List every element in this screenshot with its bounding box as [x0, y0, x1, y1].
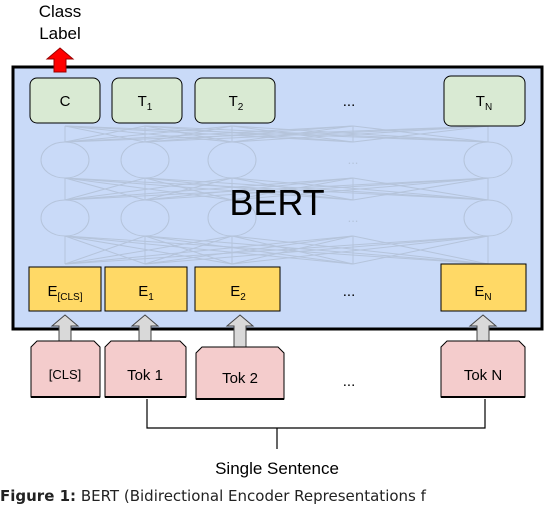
- network-link: [64, 125, 354, 143]
- output-label-tn: TN: [476, 93, 492, 113]
- network-link: [64, 235, 146, 265]
- network-link: [64, 235, 489, 265]
- network-node: [120, 199, 170, 237]
- network-link: [64, 177, 233, 201]
- embedding-row: E[CLS] E1 E2 ... EN: [28, 263, 527, 312]
- class-label-arrow: [45, 47, 75, 73]
- network-node: [40, 199, 90, 237]
- network-link: [144, 235, 489, 265]
- network-node: [463, 199, 513, 237]
- network-link: [64, 235, 354, 265]
- output-box-tn: [443, 75, 526, 127]
- output-box-c: [29, 77, 101, 124]
- embedding-box-2: [194, 266, 281, 312]
- token-label-cls: [CLS]: [49, 367, 82, 382]
- network-link: [64, 177, 489, 201]
- network-node: [120, 141, 170, 179]
- transformer-network: ......: [40, 125, 513, 265]
- embedding-label-2: E2: [230, 283, 246, 303]
- figure-caption-text: BERT (Bidirectional Encoder Representati…: [80, 487, 426, 505]
- network-link: [231, 235, 354, 265]
- embedding-box-cls: [28, 266, 102, 312]
- embedding-box-1: [104, 266, 188, 312]
- token-row: [CLS] Tok 1 Tok 2 ... Tok N: [30, 340, 526, 400]
- network-link: [144, 235, 233, 265]
- network-link: [231, 177, 489, 201]
- network-link: [144, 125, 233, 143]
- network-link: [144, 125, 354, 143]
- token-ellipsis: ...: [343, 373, 356, 390]
- network-node: [207, 141, 257, 179]
- network-link: [144, 177, 354, 201]
- output-row: C T1 T2 ... TN: [29, 75, 526, 127]
- embedding-label-cls: E[CLS]: [47, 283, 82, 303]
- network-link: [64, 235, 233, 265]
- sentence-bracket: [146, 399, 486, 449]
- output-box-t2: [194, 77, 276, 124]
- network-node: [463, 141, 513, 179]
- network-link: [144, 125, 489, 143]
- output-label-t2: T2: [229, 93, 244, 113]
- network-link: [64, 177, 146, 201]
- embedding-label-n: EN: [474, 283, 491, 303]
- network-ellipsis: ...: [348, 210, 359, 225]
- network-link: [231, 177, 354, 201]
- sentence-label: Single Sentence: [215, 459, 339, 478]
- network-link: [231, 125, 354, 143]
- network-link: [64, 125, 489, 143]
- network-link: [144, 177, 489, 201]
- network-link: [352, 125, 489, 143]
- class-label-line2: Label: [39, 24, 81, 43]
- class-label-line1: Class: [39, 2, 82, 21]
- embedding-ellipsis: ...: [343, 283, 356, 300]
- output-label-c: C: [60, 93, 71, 110]
- network-link: [352, 177, 489, 201]
- output-box-t1: [111, 77, 183, 124]
- output-label-t1: T1: [138, 93, 153, 113]
- network-node: [40, 141, 90, 179]
- embedding-label-1: E1: [138, 283, 154, 303]
- network-link: [64, 125, 146, 143]
- figure-caption-label: Figure 1:: [0, 487, 77, 505]
- token-label-1: Tok 1: [127, 367, 163, 384]
- token-label-2: Tok 2: [222, 370, 258, 387]
- network-link: [64, 177, 354, 201]
- embedding-box-n: [440, 263, 527, 312]
- network-link: [231, 125, 489, 143]
- figure-caption: Figure 1: BERT (Bidirectional Encoder Re…: [0, 486, 548, 506]
- network-link: [64, 125, 233, 143]
- network-node: [207, 199, 257, 237]
- network-link: [352, 235, 489, 265]
- network-link: [144, 177, 233, 201]
- token-label-n: Tok N: [464, 367, 502, 384]
- network-link: [144, 235, 354, 265]
- output-ellipsis: ...: [343, 93, 356, 110]
- network-link: [231, 235, 489, 265]
- bert-title: BERT: [229, 182, 324, 223]
- network-ellipsis: ...: [348, 152, 359, 167]
